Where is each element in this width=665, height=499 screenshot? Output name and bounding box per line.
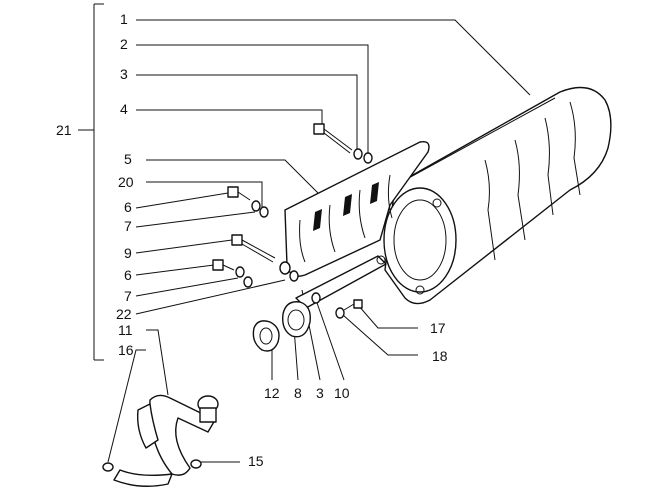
washer-3 [353, 148, 363, 160]
callout-18: 18 [432, 348, 448, 364]
callout-6a: 6 [124, 199, 132, 215]
muffler-body [383, 86, 612, 305]
callout-11: 11 [118, 322, 133, 338]
callout-20: 20 [118, 174, 134, 190]
callout-1: 1 [120, 11, 128, 27]
callout-3: 3 [120, 66, 128, 82]
callout-8: 8 [294, 385, 302, 401]
washer-10 [311, 292, 321, 304]
washer-7-upper [259, 206, 269, 218]
fasteners [212, 123, 373, 319]
callout-16: 16 [118, 342, 134, 358]
exhaust-pipe [113, 394, 219, 487]
callout-21-label: 21 [56, 122, 72, 138]
callout-15: 15 [248, 453, 264, 469]
callout-7b: 7 [124, 288, 132, 304]
nut-2 [363, 152, 373, 164]
callout-labels: 1 2 3 4 5 20 6 7 9 6 7 22 11 16 17 18 12… [116, 11, 448, 469]
callout-9: 9 [124, 245, 132, 261]
callout-12: 12 [264, 385, 280, 401]
nut-16 [102, 462, 114, 472]
callout-6b: 6 [124, 267, 132, 283]
callout-3b: 3 [316, 385, 324, 401]
callout-2: 2 [120, 36, 128, 52]
washer-18 [335, 307, 345, 319]
bolt-6-lower [212, 259, 235, 271]
callout-17: 17 [430, 320, 446, 336]
washer-22 [289, 270, 299, 282]
callout-22: 22 [116, 306, 132, 322]
washer-7-lower [235, 266, 245, 278]
callout-10: 10 [334, 385, 350, 401]
washer-lower [243, 276, 253, 288]
gasket [252, 320, 280, 352]
group-bracket: 21 [56, 3, 104, 361]
bolt-17 [343, 299, 363, 311]
washer-20 [251, 200, 261, 212]
nut-15 [190, 459, 202, 469]
callout-4: 4 [120, 101, 128, 117]
bolt-6-upper [227, 186, 251, 201]
callout-7a: 7 [124, 218, 132, 234]
bolt-9 [231, 234, 276, 263]
callout-5: 5 [124, 151, 132, 167]
bolt-4 [313, 123, 353, 154]
nut-22 [279, 261, 291, 275]
flange [282, 301, 311, 338]
